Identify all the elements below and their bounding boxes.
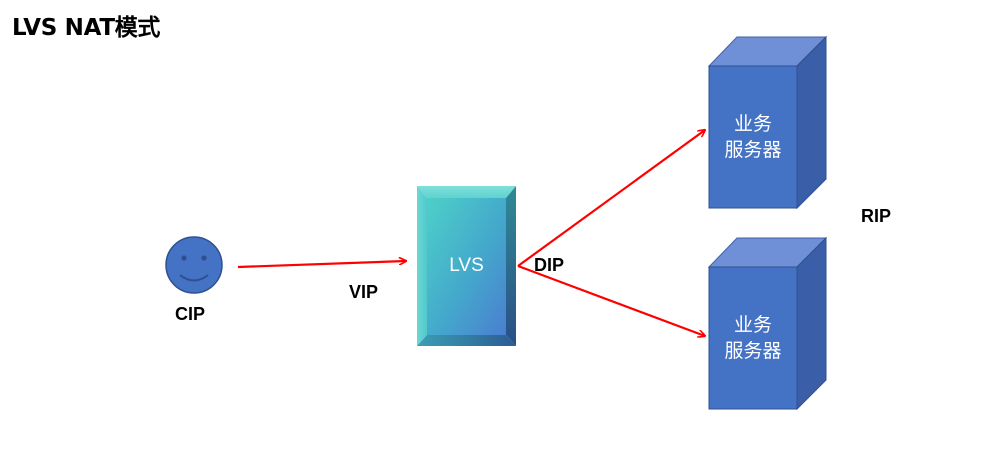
lvs-box [417,186,516,346]
client-ip-label: CIP [175,304,206,324]
server-bottom-box [707,236,828,411]
arrow-lvs-to-server-top [517,130,705,267]
dip-label: DIP [534,255,565,275]
server-bottom-label: 业务 服务器 [709,312,797,364]
server-bottom-label-line2: 服务器 [724,340,782,362]
page-title: LVS NAT模式 [12,15,161,41]
rip-label: RIP [861,206,892,226]
server-top-box [707,35,828,210]
server-top-label-line2: 服务器 [724,139,782,161]
client-smiley-icon [165,236,223,294]
lvs-label: LVS [449,255,484,276]
arrow-lvs-to-server-bottom [517,264,705,336]
vip-label: VIP [349,282,379,302]
server-top-label: 业务 服务器 [709,111,797,163]
server-bottom-label-line1: 业务 [733,314,772,336]
server-top-label-line1: 业务 [733,113,772,135]
arrow-client-to-lvs [237,261,406,269]
